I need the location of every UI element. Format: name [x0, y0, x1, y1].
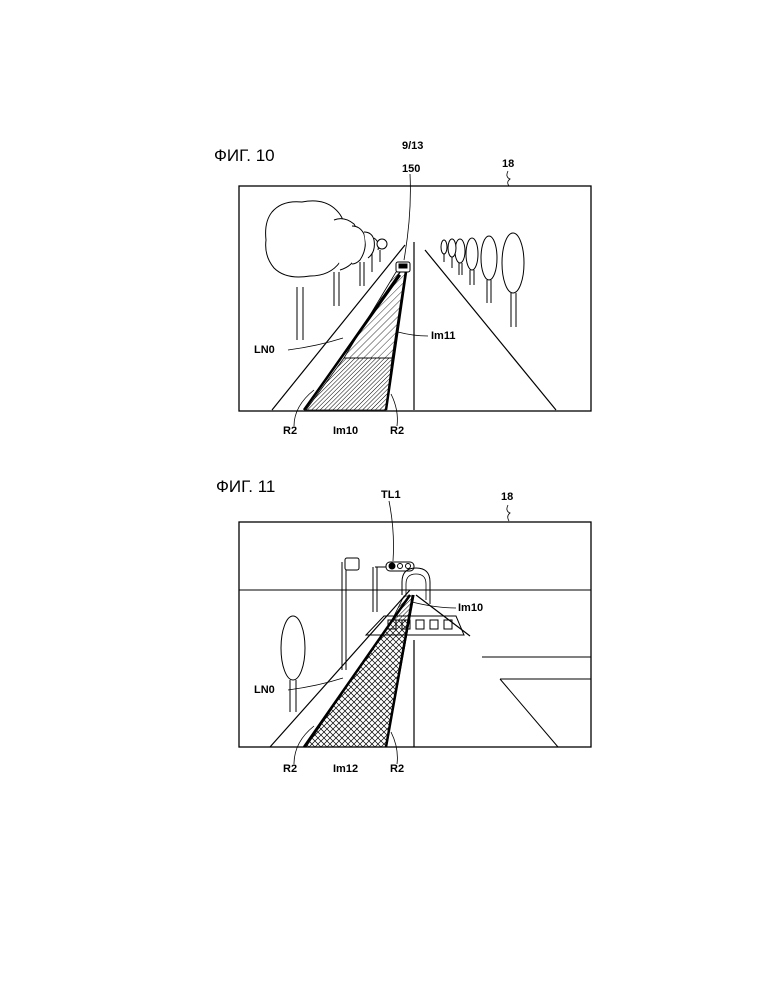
tree-cluster [266, 201, 387, 277]
crosswalk [366, 616, 464, 635]
region-im10 [306, 358, 392, 410]
leader-18 [507, 171, 510, 186]
vehicle-150 [396, 262, 410, 272]
figure-10-drawing [239, 171, 591, 426]
tree-row-right [441, 233, 524, 327]
tree [281, 616, 305, 712]
region-im12 [306, 620, 408, 747]
figure-11-drawing [239, 501, 591, 764]
leader-18 [507, 505, 510, 521]
